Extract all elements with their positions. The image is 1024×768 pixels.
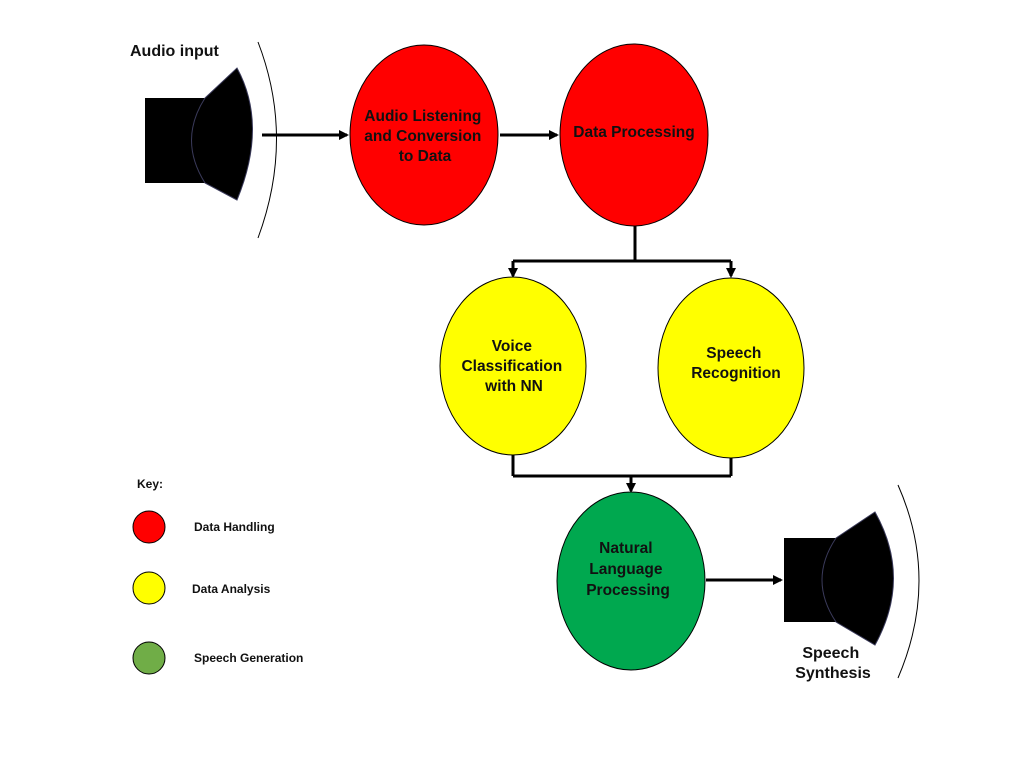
speech-synthesis-label: Speech Synthesis [795, 645, 871, 682]
legend-title: Key: [137, 477, 163, 491]
voice-classification-label: Voice Classification with NN [461, 338, 566, 395]
node-voice-classification: Voice Classification with NN [439, 276, 587, 456]
audio-input-label: Audio input [130, 43, 220, 60]
audio-listening-label: Audio Listening and Conversion to Data [364, 108, 485, 165]
voice-classification-ellipse [439, 276, 587, 456]
node-speech-recognition: Speech Recognition [657, 277, 805, 459]
node-data-processing: Data Processing [559, 43, 709, 227]
legend-swatch-speech-generation [132, 641, 166, 675]
nlp-ellipse [556, 491, 706, 671]
legend-swatch-data-analysis [132, 571, 166, 605]
speech-recognition-ellipse [657, 277, 805, 459]
node-audio-listening: Audio Listening and Conversion to Data [349, 44, 499, 226]
legend-label-data-analysis: Data Analysis [192, 582, 271, 596]
node-nlp: Natural Language Processing [556, 491, 706, 671]
legend-label-data-handling: Data Handling [194, 520, 275, 534]
legend: Key: Data Handling Data Analysis Speech … [132, 477, 303, 675]
audio-input-speaker-icon [145, 41, 277, 239]
data-processing-label: Data Processing [573, 124, 694, 141]
output-sound-wave [897, 484, 920, 679]
data-processing-ellipse [559, 43, 709, 227]
speech-recognition-label: Speech Recognition [691, 345, 781, 382]
output-speaker-cone [821, 511, 894, 646]
audio-listening-ellipse [349, 44, 499, 226]
legend-label-speech-generation: Speech Generation [194, 651, 303, 665]
nlp-label: Natural Language Processing [586, 540, 670, 599]
input-sound-wave [257, 41, 277, 239]
input-speaker-cone [191, 67, 253, 201]
speech-synthesis-speaker-icon [784, 484, 920, 679]
legend-swatch-data-handling [132, 510, 166, 544]
connectors [262, 130, 783, 585]
